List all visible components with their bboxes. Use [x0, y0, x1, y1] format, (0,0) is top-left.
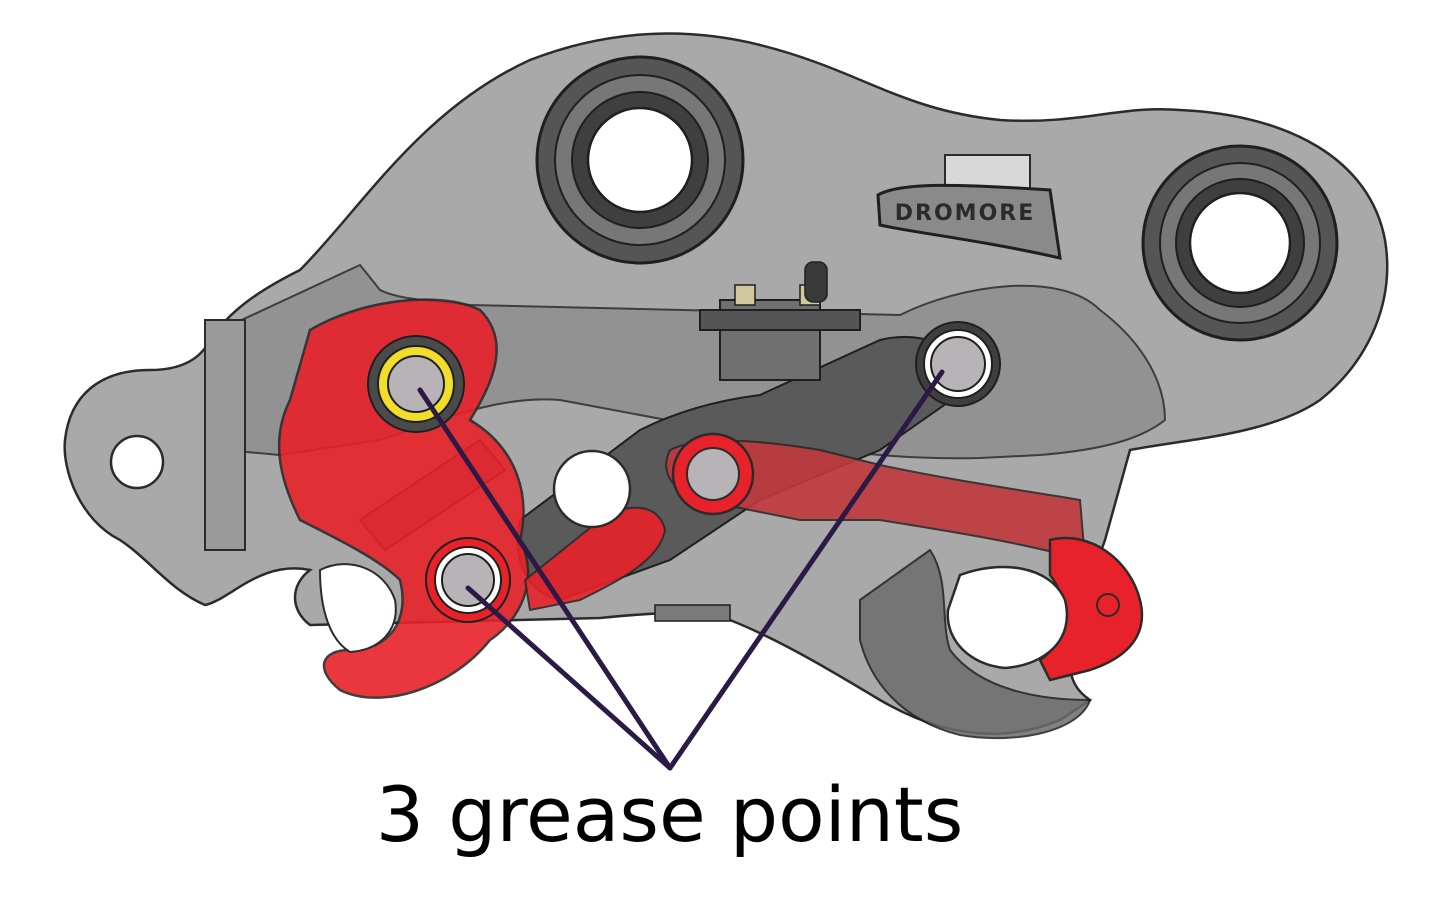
brand-badge: DROMORE [876, 154, 1062, 260]
middle-hole [552, 449, 632, 529]
diagram-caption: 3 grease points [375, 770, 964, 859]
leader-line-upper-left [417, 387, 673, 771]
rear-hook-pin [1096, 593, 1120, 617]
brand-label: DROMORE [895, 201, 1035, 226]
left-eye-hole [109, 434, 165, 490]
upper-right-bearing [1141, 144, 1339, 342]
rear-jaw-plate [859, 548, 1092, 740]
upper-left-bearing [535, 55, 745, 265]
front-hook-mouth [318, 563, 397, 654]
grease-point-upper-left [367, 335, 465, 433]
middle-pin [686, 447, 740, 501]
grease-point-upper-right [915, 321, 1001, 407]
left-plate [204, 319, 246, 551]
red-rod [523, 506, 667, 612]
foot-block [654, 604, 731, 622]
leader-lines [417, 369, 945, 771]
grease-point-lower [425, 537, 511, 623]
valve-block [699, 261, 861, 381]
leader-line-upper-right [667, 369, 945, 771]
rear-jaw-mouth [946, 565, 1069, 670]
leader-line-lower [465, 585, 673, 771]
